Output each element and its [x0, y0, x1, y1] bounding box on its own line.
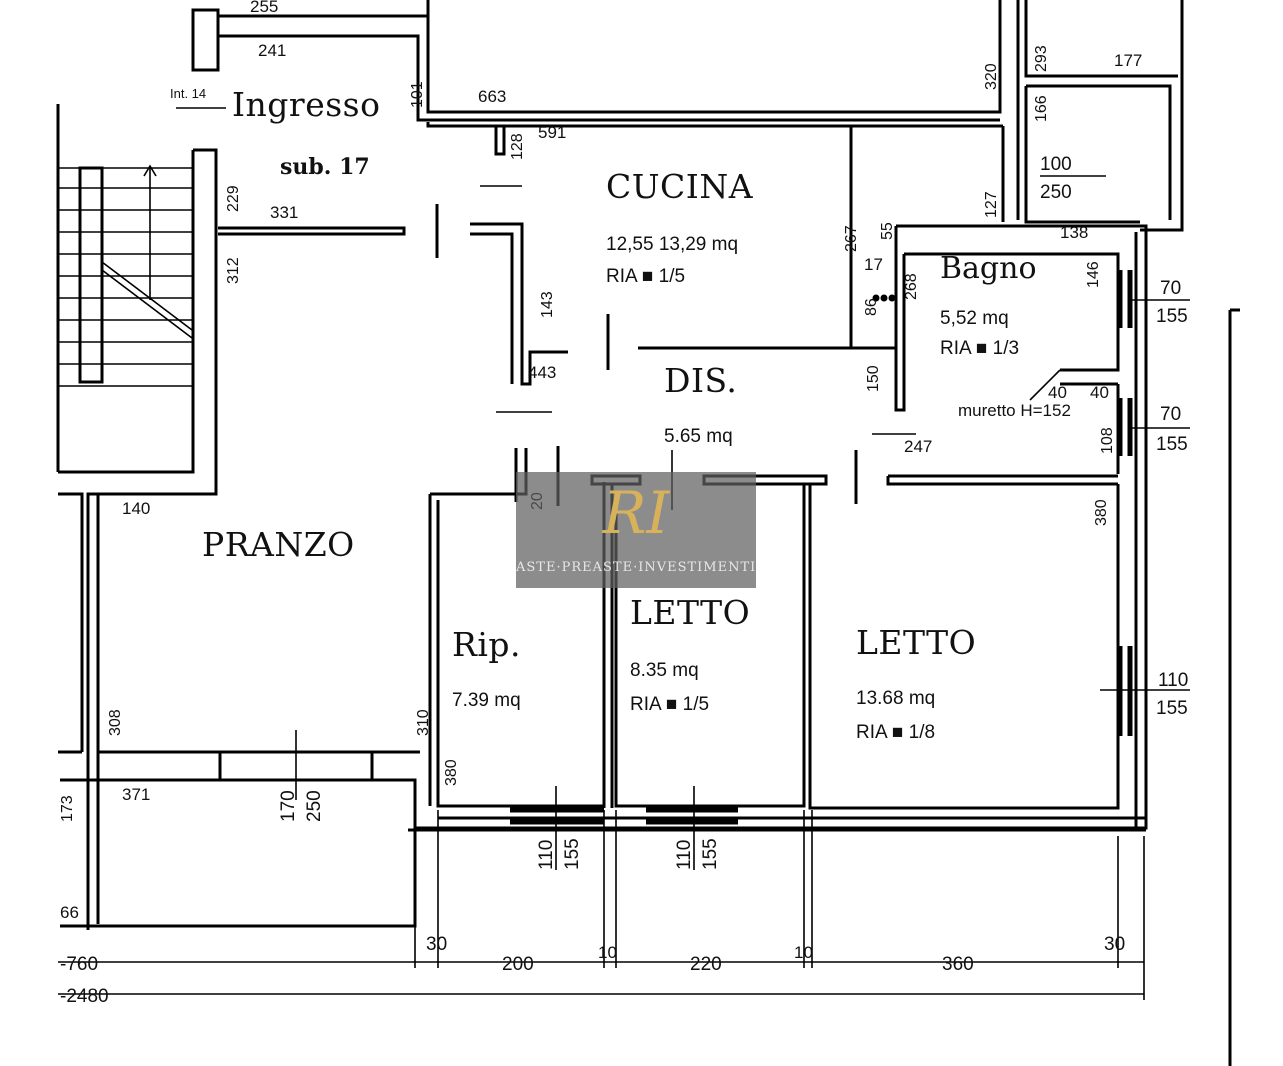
dim-label: 241: [258, 41, 286, 60]
dim-label: 55: [879, 222, 896, 240]
sub-label: sub. 17: [280, 154, 370, 180]
dim-label: 155: [700, 838, 721, 870]
dim-label: 293: [1033, 45, 1050, 72]
dim-label: 140: [122, 499, 150, 518]
dim-label: 170: [278, 790, 299, 822]
dim-label: 10: [794, 943, 813, 962]
dim-label: 250: [1040, 182, 1072, 203]
dim-label: 30: [426, 934, 447, 955]
room-label-pranzo: PRANZO: [202, 525, 355, 564]
dim-label: 320: [983, 63, 1000, 90]
dim-label: 360: [942, 954, 974, 975]
room-label-letto-2: LETTO: [856, 623, 976, 662]
room-label-ingresso: Ingresso: [232, 85, 380, 124]
dim-label: 173: [59, 795, 76, 822]
dim-label: 250: [304, 790, 325, 822]
dim-label: 86: [863, 298, 880, 316]
room-label-dis: DIS.: [664, 361, 737, 400]
dis-area: 5.65 mq: [664, 426, 733, 447]
dim-label: 30: [1104, 934, 1125, 955]
bagno-area: 5,52 mq: [940, 308, 1009, 329]
cucina-ria: RIA ■ 1/5: [606, 266, 685, 287]
dim-label: 143: [539, 291, 556, 318]
letto-2-ria: RIA ■ 1/8: [856, 722, 935, 743]
room-labels: Ingresso sub. 17 Int. 14 CUCINA 12,55 13…: [170, 85, 1071, 743]
dim-label: 155: [1156, 434, 1188, 455]
dim-label: 220: [690, 954, 722, 975]
dim-label: 108: [1099, 427, 1116, 454]
dim-label: 155: [562, 838, 583, 870]
dim-label: -2480: [60, 986, 109, 1007]
dim-label: 101: [409, 81, 426, 108]
dim-label: 177: [1114, 51, 1142, 70]
watermark-mark: RI: [602, 479, 670, 547]
dim-label: 380: [443, 759, 460, 786]
room-label-letto-1: LETTO: [630, 593, 750, 632]
dim-label: 268: [903, 273, 920, 300]
dim-label: 100: [1040, 154, 1072, 175]
rip-area: 7.39 mq: [452, 690, 521, 711]
dim-label: 40: [1090, 383, 1109, 402]
letto-1-ria: RIA ■ 1/5: [630, 694, 709, 715]
dim-label: 331: [270, 203, 298, 222]
dim-label: 380: [1093, 499, 1110, 526]
dim-label: 200: [502, 954, 534, 975]
dim-label: 128: [509, 133, 526, 160]
dim-label: 155: [1156, 306, 1188, 327]
letto-1-area: 8.35 mq: [630, 660, 699, 681]
walls: [56, 0, 1240, 1066]
dim-label: 66: [60, 903, 79, 922]
dim-label: 17: [864, 255, 883, 274]
muretto-label: muretto H=152: [958, 401, 1071, 420]
watermark-logo: RI ASTE·PREASTE·INVESTIMENTI: [516, 472, 756, 588]
dim-label: 110: [674, 840, 695, 870]
dim-label: 371: [122, 785, 150, 804]
dim-label: 138: [1060, 223, 1088, 242]
room-label-cucina: CUCINA: [606, 167, 754, 206]
dim-label: 70: [1160, 404, 1181, 425]
room-label-rip: Rip.: [452, 625, 521, 664]
dim-label: 663: [478, 87, 506, 106]
dim-label: 312: [225, 257, 242, 284]
watermark-text: ASTE·PREASTE·INVESTIMENTI: [516, 560, 757, 575]
int-label: Int. 14: [170, 86, 206, 101]
dim-label: 308: [107, 709, 124, 736]
dim-label: 166: [1033, 95, 1050, 122]
dim-label: 155: [1156, 698, 1188, 719]
dim-label: 310: [415, 709, 432, 736]
dim-label: -760: [60, 954, 98, 975]
dim-label: 267: [843, 225, 860, 252]
dim-label: 591: [538, 123, 566, 142]
cucina-area: 12,55 13,29 mq: [606, 234, 738, 255]
dim-label: 110: [1158, 670, 1188, 691]
dim-label: 443: [528, 363, 556, 382]
dim-label: 229: [225, 185, 242, 212]
dim-label: 127: [983, 191, 1000, 218]
dim-label: 110: [536, 840, 557, 870]
dim-label: 146: [1085, 261, 1102, 288]
dim-label: 70: [1160, 278, 1181, 299]
dim-label: 255: [250, 0, 278, 16]
room-label-bagno: Bagno: [940, 251, 1037, 286]
letto-2-area: 13.68 mq: [856, 688, 935, 709]
dim-label: 150: [865, 365, 882, 392]
dim-label: 247: [904, 437, 932, 456]
dim-label: 10: [598, 943, 617, 962]
dim-label: 40: [1048, 383, 1067, 402]
bagno-ria: RIA ■ 1/3: [940, 338, 1019, 359]
